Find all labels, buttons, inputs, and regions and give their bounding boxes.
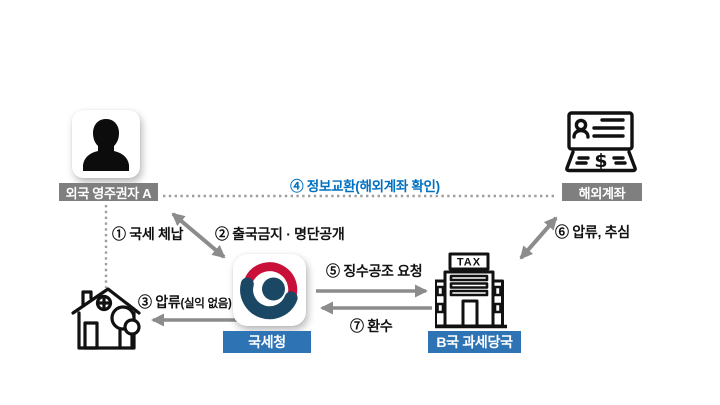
bank-account-icon: $ [565, 111, 637, 173]
foreign-tax-authority-label-text: B국 과세당국 [436, 334, 513, 350]
tax-building-icon: TAX [435, 252, 507, 329]
tax-authority-building-icon: TAX [435, 252, 507, 330]
flow-6-seizure-collection: ⑥ 압류, 추심 [555, 224, 630, 240]
flow-3-seizure: ③ 압류(실익 없음) [138, 292, 232, 312]
flow-2-departure-ban: ② 출국금지 · 명단공개 [215, 226, 345, 242]
korea-government-emblem-icon [240, 262, 298, 320]
tax-sign-text: TAX [457, 257, 481, 269]
resident-label-text: 외국 영주권자 A [65, 185, 152, 201]
resident-person-icon [72, 110, 140, 178]
overseas-account-icon: $ [563, 111, 639, 175]
resident-label: 외국 영주권자 A [59, 183, 158, 201]
flow-5-collection-assist: ⑤ 징수공조 요청 [326, 263, 423, 279]
flow-1-tax-delinquency: ① 국세 체납 [112, 226, 184, 242]
house-icon [70, 285, 142, 351]
dollar-symbol: $ [594, 150, 607, 172]
nts-label-text: 국세청 [248, 334, 286, 350]
nts-label: 국세청 [223, 331, 311, 353]
foreign-tax-authority-label: B국 과세당국 [428, 331, 521, 353]
person-silhouette-icon [83, 119, 129, 171]
overseas-account-label: 해외계좌 [562, 183, 642, 201]
flow-7-recovery: ⑦ 환수 [350, 318, 393, 334]
nts-logo-icon [233, 254, 306, 326]
flow-3-seizure-note: (실익 없음) [180, 298, 232, 310]
overseas-account-label-text: 해외계좌 [578, 185, 626, 201]
arrow-seizure-collection [519, 216, 558, 260]
house-tree-icon [71, 287, 141, 350]
flow-3-seizure-main: ③ 압류 [138, 294, 181, 310]
flow-4-info-exchange: ④ 정보교환(해외계좌 확인) [290, 179, 440, 194]
arrow-delinquency-departure-ban [171, 212, 226, 259]
